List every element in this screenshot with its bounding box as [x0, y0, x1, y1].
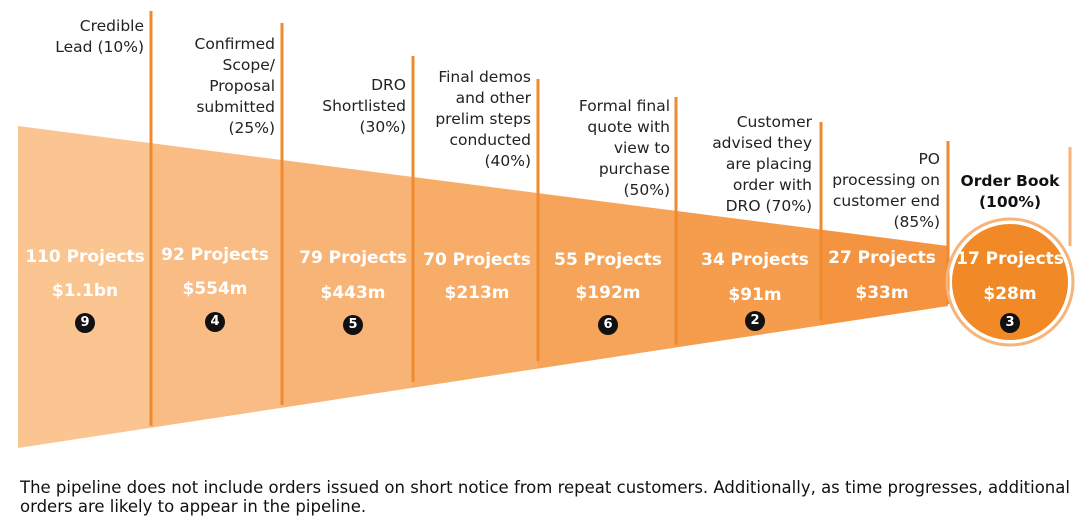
stage-value: $1.1bn: [51, 281, 119, 301]
stage-value: $443m: [320, 283, 386, 303]
stage-label-line: Scope/: [222, 56, 275, 74]
stage-value: $554m: [182, 279, 248, 299]
stage-projects: 92 Projects: [161, 245, 269, 265]
order-book-ring: [945, 217, 1075, 347]
stage-badge: 2: [745, 311, 765, 331]
stage-projects: 70 Projects: [423, 250, 531, 270]
stage-label-line: quote with: [587, 118, 670, 136]
stage-projects: 17 Projects: [956, 249, 1064, 269]
stage-label-line: are placing: [725, 155, 812, 173]
stage-label-line: Proposal: [209, 77, 275, 95]
stage-badge: 3: [1000, 313, 1020, 333]
stage-label-line: Shortlisted: [322, 97, 406, 115]
stage-label-line: (85%): [893, 213, 940, 231]
stage-label: Order Book (100%): [940, 171, 1080, 213]
stage-label-line: order with: [732, 176, 812, 194]
stage-projects: 27 Projects: [828, 248, 936, 268]
funnel-segment: [537, 192, 675, 369]
funnel-segment: [18, 126, 150, 448]
stage-label: Formal final quote with view to purchase (50…: [579, 96, 670, 201]
stage-value: $213m: [444, 283, 510, 303]
funnel-segment: [150, 143, 281, 428]
stage-dividers: [149, 11, 1072, 426]
stage-label-line: PO: [918, 150, 940, 168]
stage-projects: 79 Projects: [299, 248, 407, 268]
stage-projects: 110 Projects: [25, 247, 145, 267]
funnel-segment: [675, 210, 820, 348]
order-book-circle: [952, 224, 1068, 340]
stage-label-line: (25%): [228, 119, 275, 137]
stage-badge: 5: [343, 315, 363, 335]
stage-label-line: conducted: [449, 131, 531, 149]
stage-label-line: Formal final: [578, 97, 670, 115]
stage-label-line: (100%): [978, 193, 1042, 211]
stage-label-line: (50%): [623, 181, 670, 199]
stage-label-line: prelim steps: [435, 110, 531, 128]
funnel-segment: [412, 176, 537, 388]
stage-projects: 34 Projects: [701, 250, 809, 270]
stage-label-line: Credible: [79, 17, 144, 35]
stage-label-line: Lead (10%): [55, 38, 144, 56]
stage-badge: 4: [205, 312, 225, 332]
stage-value: $28m: [983, 284, 1037, 304]
stage-label-line: (40%): [484, 152, 531, 170]
stage-label-line: view to: [613, 139, 670, 157]
stage-label-line: Final demos: [438, 68, 531, 86]
stage-label-line: DRO (70%): [725, 197, 812, 215]
stage-label-line: purchase: [598, 160, 670, 178]
stage-label-line: customer end: [832, 192, 940, 210]
stage-badge: 6: [598, 315, 618, 335]
stage-label-line: Order Book: [960, 172, 1060, 190]
funnel-segment: [281, 159, 412, 408]
stage-value: $33m: [855, 283, 909, 303]
footnote: The pipeline does not include orders iss…: [20, 478, 1070, 516]
stage-value: $91m: [728, 285, 782, 305]
stage-label-line: DRO: [371, 76, 406, 94]
stage-projects: 55 Projects: [554, 250, 662, 270]
stage-label: Customer advised they are placing order wit…: [712, 112, 812, 217]
pipeline-funnel: [18, 11, 1075, 448]
funnel-segments: [18, 126, 948, 448]
stage-label-line: (30%): [359, 118, 406, 136]
stage-label: PO processing on customer end (85%): [832, 149, 940, 233]
stage-label: DRO Shortlisted (30%): [322, 75, 406, 138]
stage-label-line: Confirmed: [194, 35, 275, 53]
stage-label-line: Customer: [736, 113, 812, 131]
funnel-segment: [820, 229, 948, 326]
stage-value: $192m: [575, 283, 641, 303]
stage-label-line: submitted: [196, 98, 275, 116]
stage-label-line: advised they: [712, 134, 812, 152]
stage-label-line: and other: [455, 89, 531, 107]
stage-badge: 9: [75, 313, 95, 333]
stage-label-line: processing on: [832, 171, 940, 189]
stage-label: Final demos and other prelim steps conducte…: [435, 67, 531, 172]
